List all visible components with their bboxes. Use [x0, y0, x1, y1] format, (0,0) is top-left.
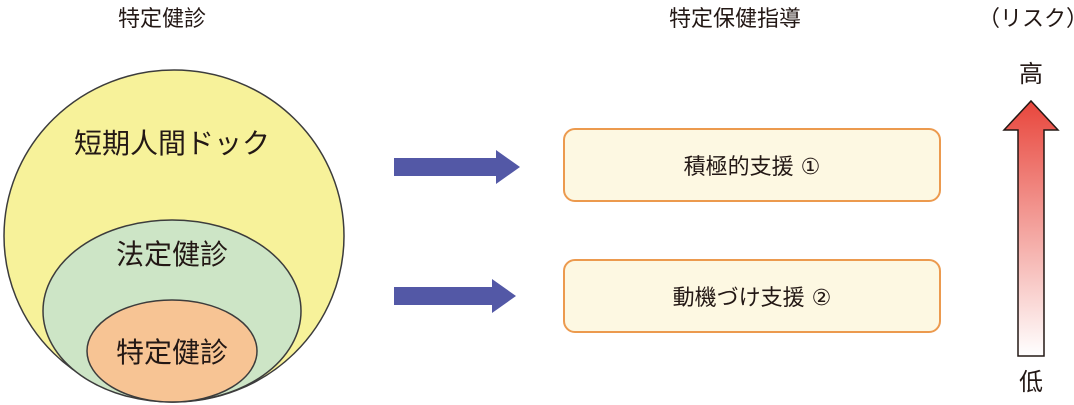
active-support-box: 積極的支援 ①: [563, 128, 941, 202]
motivational-support-box: 動機づけ支援 ②: [563, 259, 941, 333]
arrow-right-icon: [394, 150, 520, 184]
risk-high-label: 高: [1019, 60, 1043, 88]
middle-circle-label: 法定健診: [116, 238, 228, 271]
outer-circle-label: 短期人間ドック: [74, 127, 270, 160]
risk-low-label: 低: [1019, 368, 1043, 396]
motivational-support-label: 動機づけ支援 ②: [672, 286, 832, 311]
arrow-right-icon: [394, 279, 516, 313]
middle-heading: 特定保健指導: [669, 7, 802, 32]
active-support-label: 積極的支援 ①: [683, 155, 821, 180]
inner-circle-label: 特定健診: [116, 336, 228, 369]
inner-circle: [86, 299, 258, 403]
right-heading: （リスク）: [978, 7, 1074, 32]
risk-arrow-icon: [1002, 99, 1060, 357]
left-heading: 特定健診: [118, 7, 207, 32]
